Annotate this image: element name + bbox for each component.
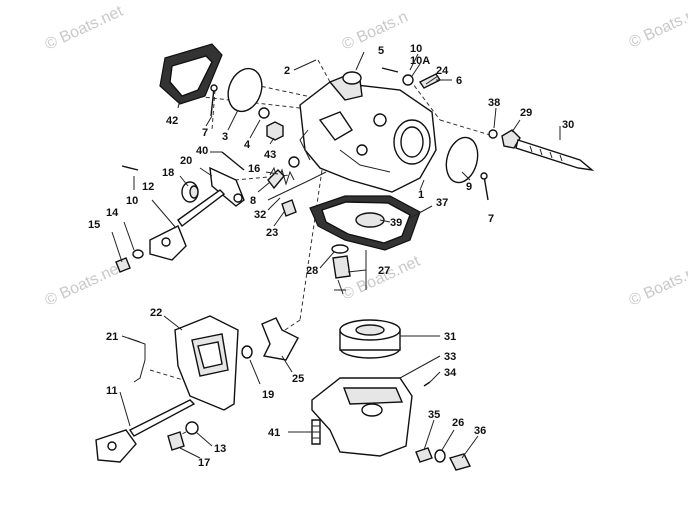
part-33-float-bowl (311, 377, 413, 457)
label-43: 43 (264, 149, 276, 161)
label-16: 16 (248, 163, 260, 175)
label-36: 36 (474, 425, 486, 437)
label-30: 30 (562, 119, 574, 131)
part-12-shaft (149, 189, 226, 261)
label-10-left: 10 (126, 195, 138, 207)
part-19-washer (241, 345, 253, 359)
part-27-valve (332, 255, 351, 295)
label-27: 27 (378, 265, 390, 277)
label-22: 22 (150, 307, 162, 319)
label-42: 42 (166, 115, 178, 127)
part-9-disc (445, 136, 479, 184)
part-43-nut (266, 121, 284, 141)
label-40: 40 (196, 145, 208, 157)
part-10A-washer (402, 74, 414, 86)
label-7-right: 7 (488, 213, 494, 225)
part-16-spring (269, 166, 295, 186)
label-13: 13 (214, 443, 226, 455)
watermark-middle-right: © Boats.net (627, 259, 688, 310)
leader-lines (111, 51, 561, 459)
label-14: 14 (106, 207, 119, 219)
label-3: 3 (222, 131, 228, 143)
part-38-washer (488, 129, 498, 139)
part-14-washer (132, 249, 144, 259)
label-2: 2 (284, 65, 290, 77)
part-17-screw (167, 431, 185, 451)
part-7-screw-right (483, 175, 489, 201)
part-7-screw-left (210, 87, 215, 117)
part-11-shaft (95, 399, 196, 463)
watermark-top-left: © Boats.net (43, 3, 127, 54)
watermark-top-center: © Boats.n (340, 8, 411, 53)
label-5: 5 (378, 45, 384, 57)
part-30-needle (515, 139, 595, 172)
label-24: 24 (436, 65, 449, 77)
label-34: 34 (444, 367, 457, 379)
label-10A: 10A (410, 55, 430, 67)
label-23: 23 (266, 227, 278, 239)
label-4: 4 (244, 139, 251, 151)
part-35-jet (415, 447, 433, 463)
label-29: 29 (520, 107, 532, 119)
part-32-shaft (267, 171, 327, 201)
part-26-washer (434, 449, 446, 463)
label-35: 35 (428, 409, 440, 421)
part-5-plug (342, 71, 362, 85)
part-18-bushing (181, 181, 199, 203)
label-25: 25 (292, 373, 304, 385)
label-11: 11 (106, 385, 118, 397)
part-1-carburetor-body (299, 75, 437, 193)
label-21: 21 (106, 331, 118, 343)
part-4-ball (258, 107, 270, 119)
label-39: 39 (390, 217, 402, 229)
part-22-cover (174, 315, 239, 411)
label-7-left: 7 (202, 127, 208, 139)
watermark-middle-left: © Boats.net (43, 259, 127, 310)
label-12: 12 (142, 181, 154, 193)
label-33: 33 (444, 351, 456, 363)
part-13-washer (185, 421, 199, 435)
part-20-lever (209, 166, 245, 207)
part-36-plug (448, 453, 472, 471)
label-18: 18 (162, 167, 174, 179)
watermark-middle-center: © Boats.net (340, 253, 424, 304)
label-1: 1 (418, 189, 424, 201)
watermark-top-right: © Boats.net (627, 1, 688, 52)
part-34-screw (423, 381, 431, 387)
label-31: 31 (444, 331, 456, 343)
part-10-pin-top (381, 67, 399, 73)
part-10-pin-left (121, 165, 139, 171)
label-32: 32 (254, 209, 266, 221)
label-20: 20 (180, 155, 192, 167)
label-38: 38 (488, 97, 500, 109)
part-41-screw (311, 419, 321, 445)
part-15-screw (115, 257, 131, 273)
label-8: 8 (250, 195, 256, 207)
label-41: 41 (268, 427, 280, 439)
label-37: 37 (436, 197, 448, 209)
part-labels: 1 2 3 4 5 6 7 7 8 9 10 10 10A 11 12 13 1… (88, 43, 574, 469)
part-28-o-ring (331, 244, 349, 254)
label-6: 6 (456, 75, 462, 87)
part-21-spring (127, 337, 146, 383)
part-23-valve (281, 199, 297, 217)
part-31-float (339, 319, 401, 359)
label-9: 9 (466, 181, 472, 193)
part-42-gasket (159, 43, 223, 105)
part-25-bracket (261, 317, 299, 361)
label-15: 15 (88, 219, 100, 231)
label-10-top: 10 (410, 43, 422, 55)
part-40-screw (221, 151, 245, 171)
part-39-ring (355, 212, 385, 228)
label-28: 28 (306, 265, 318, 277)
label-17: 17 (198, 457, 210, 469)
label-19: 19 (262, 389, 274, 401)
label-26: 26 (452, 417, 464, 429)
